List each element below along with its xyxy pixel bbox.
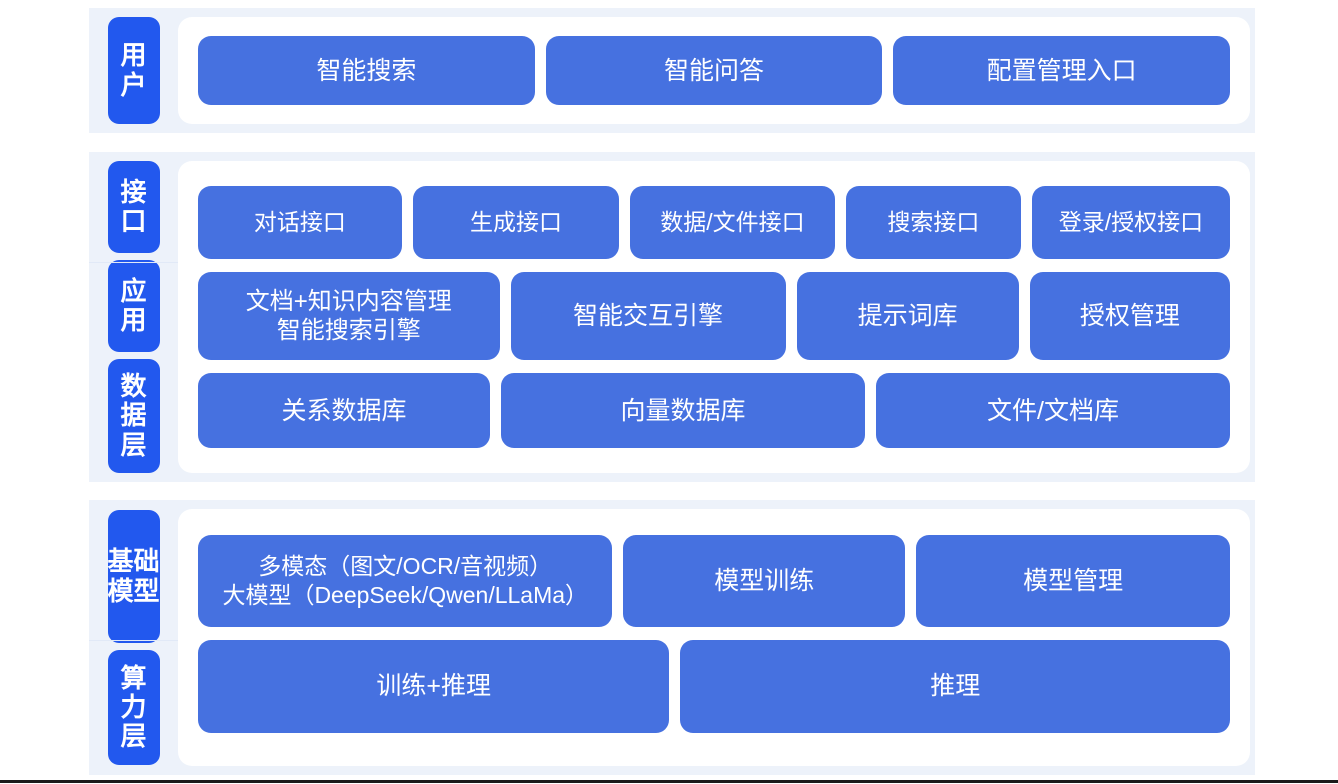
box-data-file-api[interactable]: 数据/文件接口 xyxy=(630,186,835,259)
layer-tab-foundation-model[interactable]: 基础模型 xyxy=(107,510,160,643)
tab-divider-1 xyxy=(89,262,178,263)
layer-tab-user[interactable]: 用户 xyxy=(107,17,160,124)
box-model-management[interactable]: 模型管理 xyxy=(916,534,1230,627)
row-data-stores: 关系数据库 向量数据库 文件/文档库 xyxy=(198,373,1230,448)
section-foundation: 基础模型 算力层 多模态（图文/OCR/音视频） 大模型（DeepSeek/Qw… xyxy=(89,500,1255,775)
box-interactive-engine[interactable]: 智能交互引擎 xyxy=(510,272,786,360)
section-platform-tab-column: 接口 应用 数据层 xyxy=(89,152,178,482)
layer-tab-application[interactable]: 应用 xyxy=(107,260,160,352)
box-intelligent-qa[interactable]: 智能问答 xyxy=(545,36,883,105)
box-config-management-entry[interactable]: 配置管理入口 xyxy=(893,36,1231,105)
tab-divider-2 xyxy=(89,640,178,641)
bottom-rule xyxy=(0,780,1338,783)
layer-tab-application-label: 应用 xyxy=(120,275,147,335)
row-models: 多模态（图文/OCR/音视频） 大模型（DeepSeek/Qwen/LLaMa）… xyxy=(198,534,1230,627)
section-user-tab-column: 用户 xyxy=(89,8,178,133)
box-doc-knowledge-and-search-engine[interactable]: 文档+知识内容管理 智能搜索引擎 xyxy=(198,272,500,360)
layer-tab-data-label: 数据层 xyxy=(120,371,147,460)
layer-tab-interface-label: 接口 xyxy=(120,176,147,236)
row-user-entries: 智能搜索 智能问答 配置管理入口 xyxy=(198,36,1231,105)
box-vector-database[interactable]: 向量数据库 xyxy=(501,373,865,448)
row-applications: 文档+知识内容管理 智能搜索引擎 智能交互引擎 提示词库 授权管理 xyxy=(198,272,1231,360)
section-user: 用户 智能搜索 智能问答 配置管理入口 xyxy=(89,8,1255,133)
box-generation-api[interactable]: 生成接口 xyxy=(412,186,620,259)
box-training-plus-inference[interactable]: 训练+推理 xyxy=(198,639,670,733)
box-file-document-store[interactable]: 文件/文档库 xyxy=(876,373,1230,448)
box-login-auth-api[interactable]: 登录/授权接口 xyxy=(1031,186,1230,259)
row-compute: 训练+推理 推理 xyxy=(198,639,1230,733)
box-intelligent-search[interactable]: 智能搜索 xyxy=(198,36,535,105)
layer-tab-compute-label: 算力层 xyxy=(120,662,147,752)
box-relational-database[interactable]: 关系数据库 xyxy=(198,373,490,448)
box-authorization-management[interactable]: 授权管理 xyxy=(1029,272,1231,360)
section-user-card: 智能搜索 智能问答 配置管理入口 xyxy=(178,17,1250,124)
layer-tab-interface[interactable]: 接口 xyxy=(107,161,160,253)
box-dialog-api[interactable]: 对话接口 xyxy=(198,186,402,259)
box-search-api[interactable]: 搜索接口 xyxy=(845,186,1021,259)
section-foundation-tab-column: 基础模型 算力层 xyxy=(89,500,178,775)
layer-tab-data[interactable]: 数据层 xyxy=(107,359,160,473)
box-prompt-library[interactable]: 提示词库 xyxy=(796,272,1019,360)
row-interfaces: 对话接口 生成接口 数据/文件接口 搜索接口 登录/授权接口 xyxy=(198,186,1230,259)
box-model-training[interactable]: 模型训练 xyxy=(623,534,906,627)
layer-tab-user-label: 用户 xyxy=(120,40,147,100)
section-foundation-card: 多模态（图文/OCR/音视频） 大模型（DeepSeek/Qwen/LLaMa）… xyxy=(178,509,1250,766)
section-platform: 接口 应用 数据层 对话接口 生成接口 数据/文件接口 xyxy=(89,152,1255,482)
section-platform-card: 对话接口 生成接口 数据/文件接口 搜索接口 登录/授权接口 文档+知识内容管理… xyxy=(178,161,1250,473)
box-multimodal-and-llm[interactable]: 多模态（图文/OCR/音视频） 大模型（DeepSeek/Qwen/LLaMa） xyxy=(198,534,613,627)
layer-tab-compute[interactable]: 算力层 xyxy=(107,650,160,765)
layer-tab-foundation-model-label: 基础模型 xyxy=(107,546,160,606)
box-inference[interactable]: 推理 xyxy=(680,639,1230,733)
